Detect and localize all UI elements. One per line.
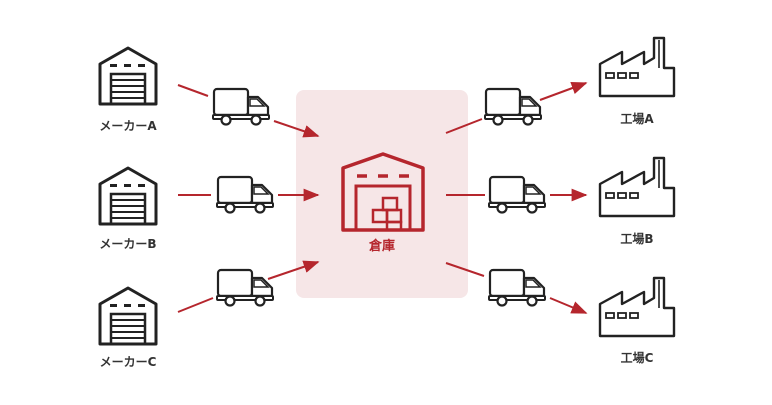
connector-line — [177, 297, 214, 313]
supplier-building-icon — [98, 286, 158, 346]
supplier-building-icon — [98, 46, 158, 106]
supplier-label-c: メーカーC — [100, 355, 157, 369]
supplier-label-b: メーカーB — [99, 237, 156, 251]
delivery-truck-icon — [215, 175, 275, 214]
supplier-label-a: メーカーA — [99, 119, 157, 133]
red-arrow-icon — [549, 297, 588, 314]
factory-label-a: 工場A — [620, 111, 654, 126]
factory-icon — [598, 276, 676, 338]
red-arrow-icon — [539, 81, 588, 101]
factory-label-c: 工場C — [621, 350, 654, 365]
red-arrow-icon — [267, 260, 320, 280]
factory-icon — [598, 156, 676, 218]
warehouse-icon — [341, 152, 425, 232]
warehouse-zone — [296, 90, 468, 298]
warehouse-label: 倉庫 — [368, 238, 395, 254]
delivery-truck-icon — [487, 268, 547, 307]
red-arrow-icon — [273, 120, 320, 138]
connector-line — [177, 84, 209, 97]
delivery-truck-icon — [215, 268, 275, 307]
delivery-truck-icon — [483, 87, 543, 126]
delivery-truck-icon — [487, 175, 547, 214]
connector-line — [445, 118, 483, 134]
connector-line — [445, 262, 485, 277]
factory-icon — [598, 36, 676, 98]
factory-label-b: 工場B — [620, 231, 653, 246]
supplier-building-icon — [98, 166, 158, 226]
delivery-truck-icon — [211, 87, 271, 126]
